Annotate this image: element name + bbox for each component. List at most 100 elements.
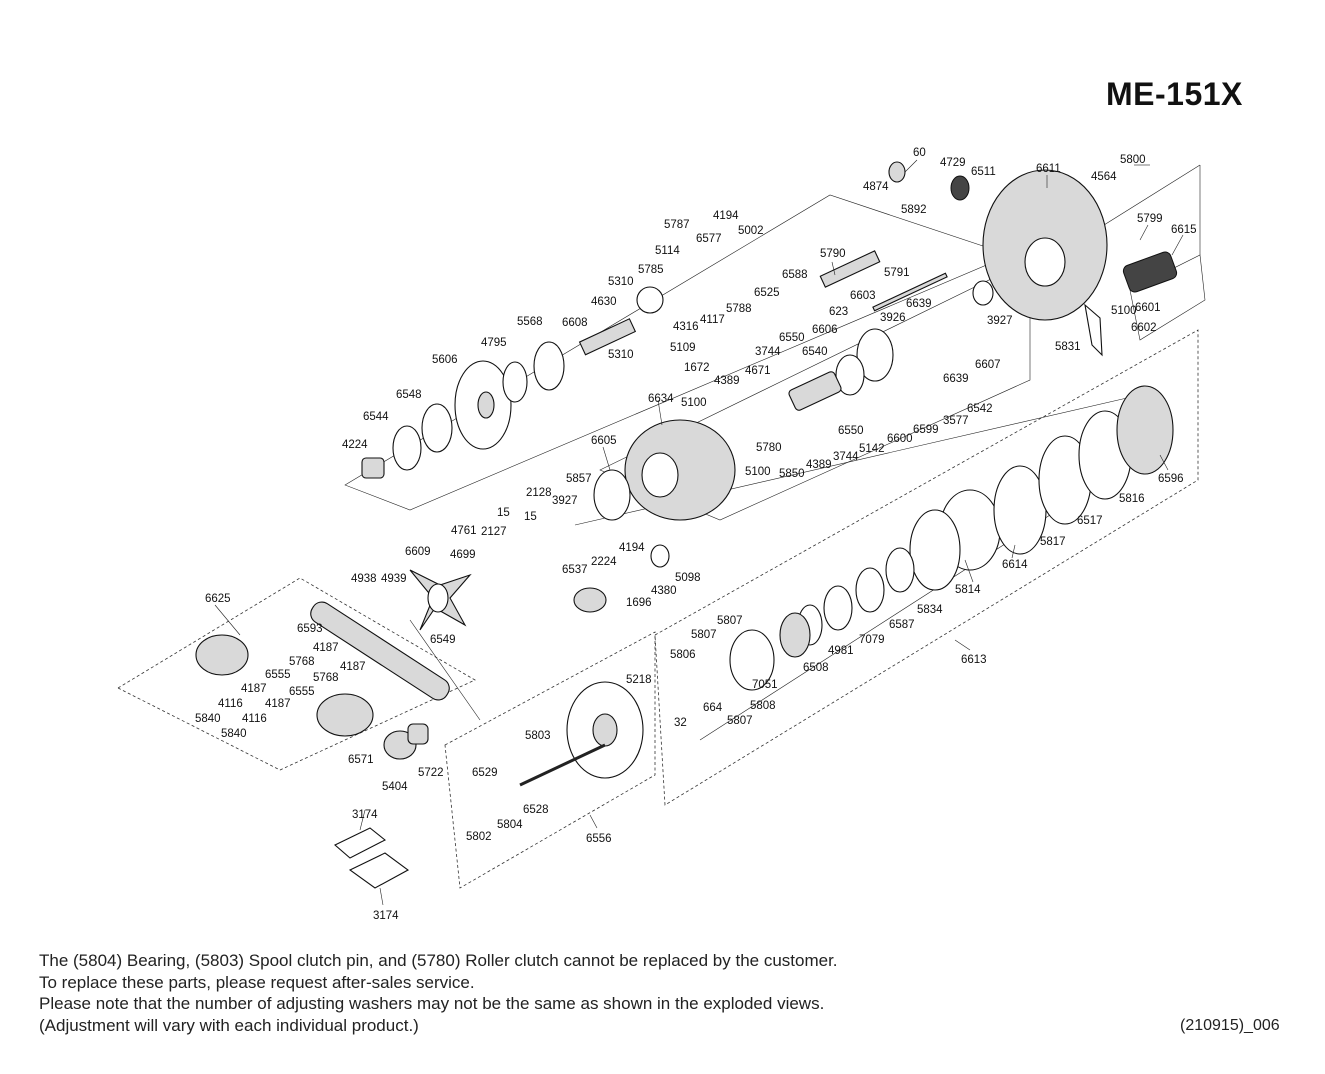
part-label: 4795 <box>481 337 507 349</box>
part-label: 5002 <box>738 225 764 237</box>
part-label: 32 <box>674 717 687 729</box>
part-label: 4187 <box>241 683 267 695</box>
note-line: Please note that the number of adjusting… <box>39 994 825 1013</box>
clutch-plate-6603-drawing <box>856 328 894 382</box>
part-label: 6608 <box>562 317 588 329</box>
part-label: 5722 <box>418 767 444 779</box>
part-label: 5804 <box>497 819 523 831</box>
clutch-plate-6606-drawing <box>835 354 865 396</box>
part-label: 6601 <box>1135 302 1161 314</box>
part-label: 6549 <box>430 634 456 646</box>
handle-arm-6625-drawing <box>310 601 450 701</box>
part-label: 7079 <box>859 634 885 646</box>
cap-5722-drawing <box>407 723 429 745</box>
sticker-3174-lower <box>348 852 410 889</box>
part-label: 5892 <box>901 204 927 216</box>
part-label: 2128 <box>526 487 552 499</box>
part-label: 6587 <box>889 619 915 631</box>
note-line: The (5804) Bearing, (5803) Spool clutch … <box>39 951 838 970</box>
part-label: 6639 <box>943 373 969 385</box>
part-label: 5100 <box>1111 305 1137 317</box>
part-label: 6540 <box>802 346 828 358</box>
part-label: 6625 <box>205 593 231 605</box>
part-label: 4939 <box>381 573 407 585</box>
part-label: 6639 <box>906 298 932 310</box>
part-label: 5606 <box>432 354 458 366</box>
brake-6508-drawing <box>779 612 811 658</box>
part-label: 6548 <box>396 389 422 401</box>
part-label: 5404 <box>382 781 408 793</box>
part-label: 4671 <box>745 365 771 377</box>
part-label: 4699 <box>450 549 476 561</box>
washer-6544-drawing <box>392 425 422 471</box>
handle-knob-lower <box>316 693 374 737</box>
ring-5817-drawing <box>993 465 1047 555</box>
part-label: 4729 <box>940 157 966 169</box>
part-label: 5800 <box>1120 154 1146 166</box>
part-label: 3174 <box>373 910 399 922</box>
part-label: 5100 <box>745 466 771 478</box>
main-gear-hub <box>477 391 495 419</box>
part-label: 4116 <box>242 713 267 725</box>
part-label: 6614 <box>1002 559 1028 571</box>
part-label: 4224 <box>342 439 368 451</box>
star-drag-gear-drawing <box>636 286 664 314</box>
part-label: 5840 <box>221 728 247 740</box>
part-label: 5218 <box>626 674 652 686</box>
sticker-3174-upper <box>334 827 387 859</box>
part-label: 5310 <box>608 349 634 361</box>
part-label: 5785 <box>638 264 664 276</box>
sideplate-group-boundary <box>1129 254 1206 341</box>
part-label: 3744 <box>833 451 859 463</box>
part-label: 1672 <box>684 362 710 374</box>
part-label: 6542 <box>967 403 993 415</box>
part-label: 5791 <box>884 267 910 279</box>
part-label: 3744 <box>755 346 781 358</box>
part-label: 5768 <box>289 656 315 668</box>
part-label: 5834 <box>917 604 943 616</box>
star-drag-center <box>427 583 449 613</box>
part-label: 7051 <box>752 679 778 691</box>
knob-6511-drawing <box>950 175 970 201</box>
part-label: 6555 <box>265 669 291 681</box>
part-label: 5114 <box>655 245 680 257</box>
part-label: 4116 <box>218 698 243 710</box>
part-label: 4938 <box>351 573 377 585</box>
part-label: 6596 <box>1158 473 1184 485</box>
part-label: 15 <box>497 507 510 519</box>
part-label: 5780 <box>756 442 782 454</box>
part-label: 4761 <box>451 525 477 537</box>
part-label: 6615 <box>1171 224 1197 236</box>
part-label: 5807 <box>727 715 753 727</box>
part-labels: 60 4874 4729 6511 5892 6611 5800 4564 57… <box>195 147 1197 922</box>
part-label: 6556 <box>586 833 612 845</box>
part-label: 5807 <box>717 615 743 627</box>
part-label: 5817 <box>1040 536 1066 548</box>
part-label: 5142 <box>859 443 885 455</box>
part-label: 5768 <box>313 672 339 684</box>
part-label: 6555 <box>289 686 315 698</box>
part-label: 6517 <box>1077 515 1103 527</box>
part-label: 3174 <box>352 809 378 821</box>
part-label: 5799 <box>1137 213 1163 225</box>
part-label: 6602 <box>1131 322 1157 334</box>
cover-6596-drawing <box>1116 385 1174 475</box>
washer-4795-drawing <box>502 361 528 403</box>
part-label: 3926 <box>880 312 906 324</box>
part-label: 4874 <box>863 181 889 193</box>
ring-5834-drawing <box>885 547 915 593</box>
part-label: 6544 <box>363 411 389 423</box>
part-label: 6605 <box>591 435 617 447</box>
plate-7051-drawing <box>729 629 775 691</box>
part-label: 6571 <box>348 754 374 766</box>
spool-core <box>592 713 618 747</box>
part-label: 5840 <box>195 713 221 725</box>
part-label: 4380 <box>651 585 677 597</box>
part-label: 4389 <box>714 375 740 387</box>
part-label: 6511 <box>971 166 996 178</box>
bar-5791-drawing <box>872 272 948 312</box>
part-label: 6607 <box>975 359 1001 371</box>
part-label: 6529 <box>472 767 498 779</box>
note-line: To replace these parts, please request a… <box>39 972 475 992</box>
